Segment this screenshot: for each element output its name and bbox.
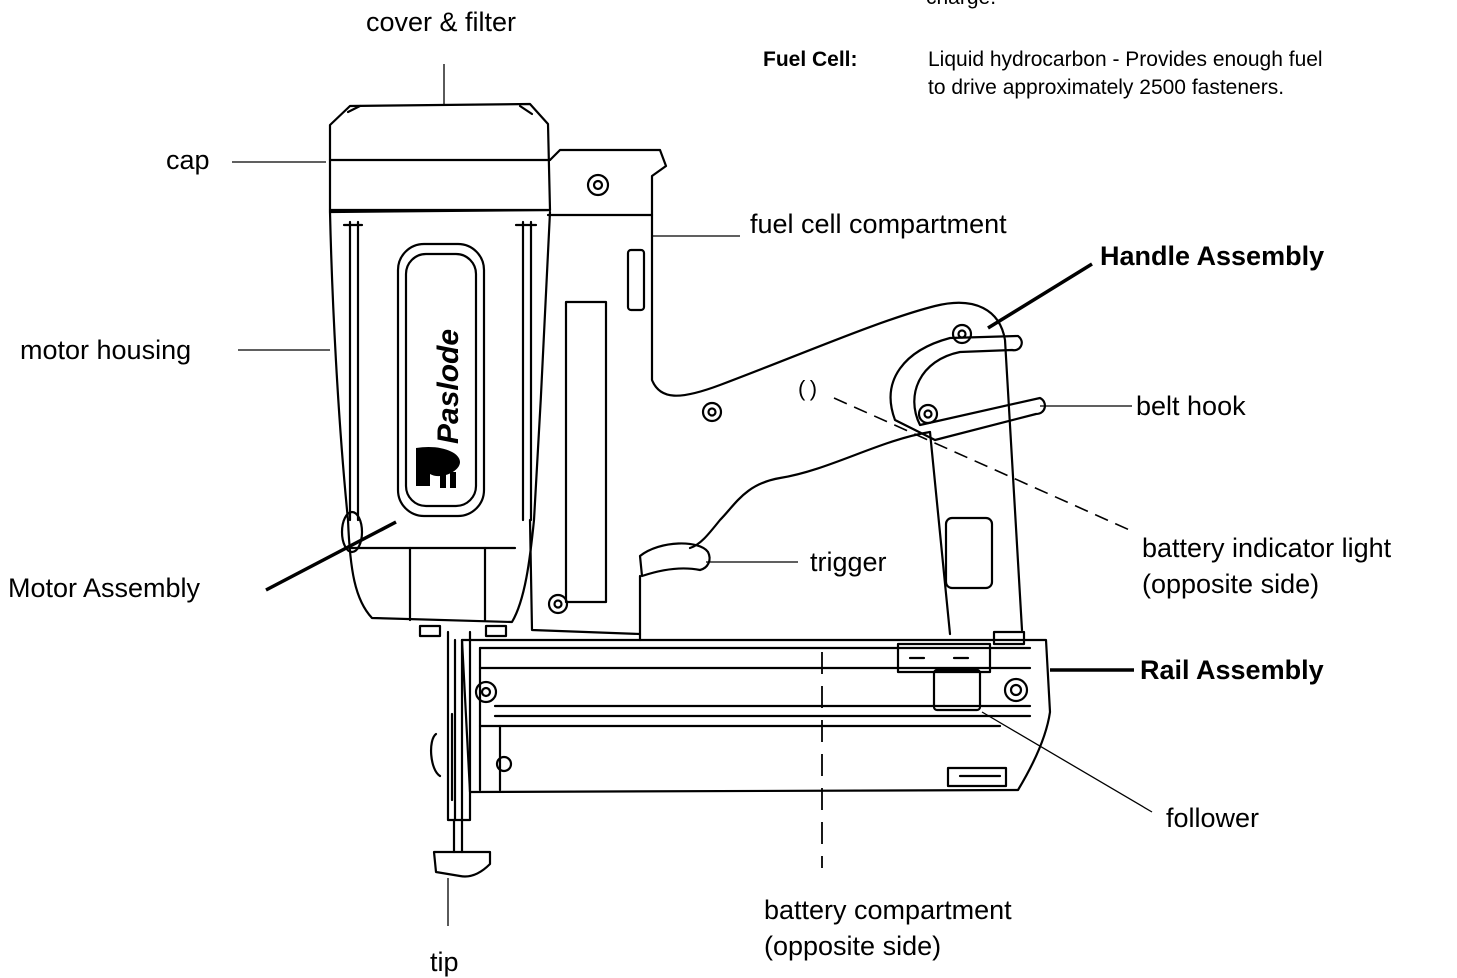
battery-indicator-marker: ( ) — [798, 376, 817, 401]
label-trigger: trigger — [810, 547, 887, 577]
spec-fuel-cell-key: Fuel Cell: — [763, 48, 858, 71]
leader-follower — [981, 711, 1153, 813]
tip-outline — [432, 850, 492, 878]
label-follower: follower — [1166, 803, 1260, 833]
label-tip: tip — [430, 947, 459, 977]
label-battery-compartment-line1: battery compartment — [764, 895, 1012, 925]
label-handle-assembly: Handle Assembly — [1100, 241, 1325, 271]
handle-housing-outline — [548, 148, 1024, 632]
label-fuel-cell-compartment: fuel cell compartment — [750, 209, 1007, 239]
label-battery-indicator-line2: (opposite side) — [1142, 569, 1320, 599]
motor-housing-outline — [328, 210, 552, 624]
label-rail-assembly: Rail Assembly — [1140, 655, 1324, 685]
logo-text: Paslode — [432, 329, 465, 444]
trigger-outline — [638, 542, 711, 578]
belt-hook-outline — [889, 334, 1046, 442]
leader-motor-assembly — [265, 520, 397, 592]
label-battery-indicator-line1: battery indicator light — [1142, 533, 1392, 563]
spec-fuel-cell-line1: Liquid hydrocarbon - Provides enough fue… — [928, 48, 1323, 71]
spec-fuel-cell-line2: to drive approximately 2500 fasteners. — [928, 76, 1285, 99]
spec-partial-text: charge. — [926, 0, 996, 11]
rail-assembly-outline — [460, 638, 1052, 794]
label-cap: cap — [166, 145, 210, 175]
leader-handle-assembly — [987, 262, 1093, 330]
leader-battery-indicator — [833, 397, 1135, 533]
logo-panel — [396, 242, 486, 518]
label-battery-compartment-line2: (opposite side) — [764, 931, 942, 961]
label-motor-assembly: Motor Assembly — [8, 573, 201, 603]
label-belt-hook: belt hook — [1136, 391, 1246, 421]
label-motor-housing: motor housing — [20, 335, 192, 365]
follower-outline — [932, 668, 982, 712]
cap-outline — [328, 102, 552, 214]
logo-mark — [416, 446, 460, 488]
label-cover-filter: cover & filter — [366, 7, 517, 37]
